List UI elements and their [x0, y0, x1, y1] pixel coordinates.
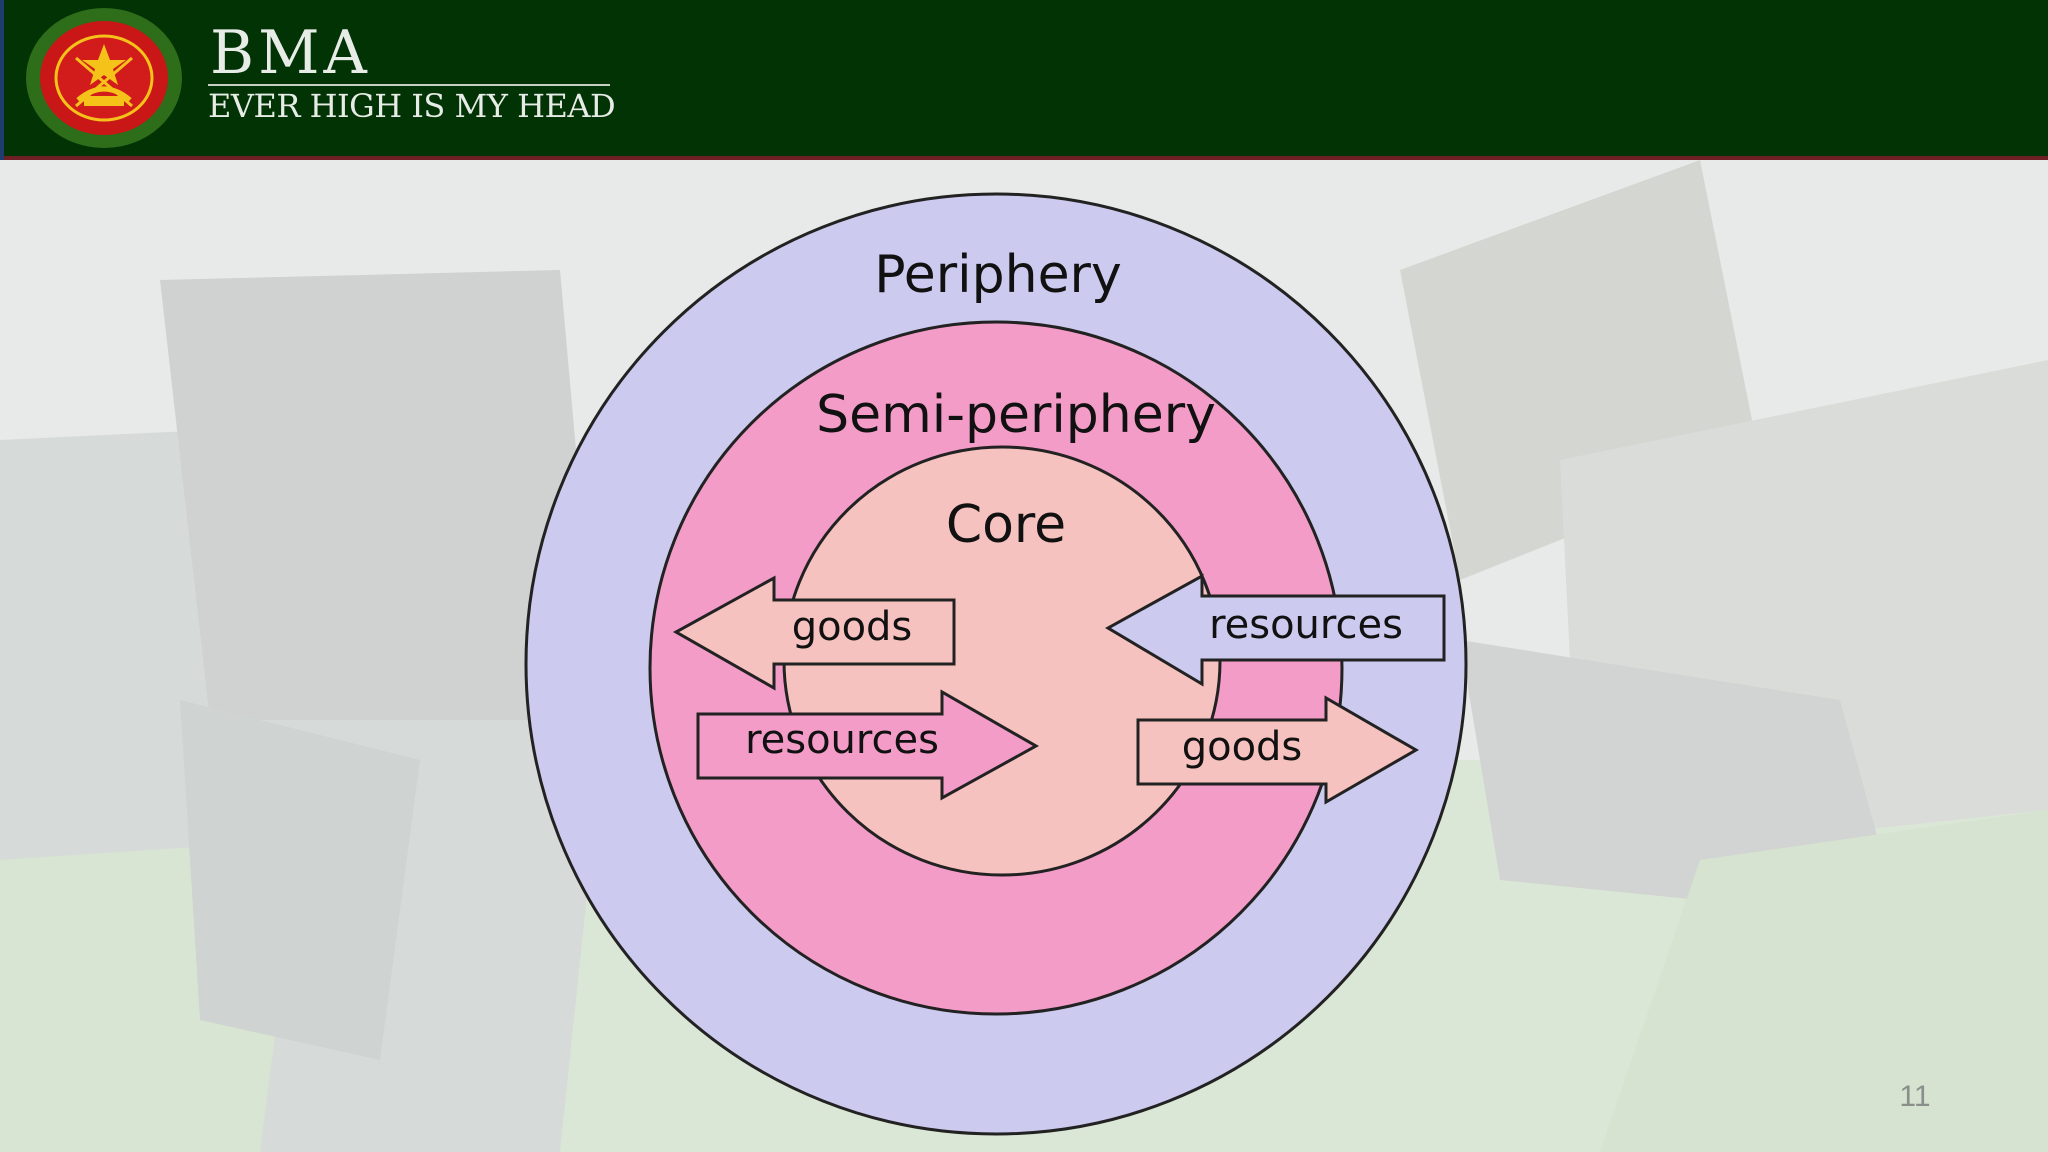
- slide-number: 11: [1899, 1080, 1931, 1113]
- semi-periphery-label: Semi-periphery: [816, 385, 1216, 445]
- arrow-label-resources-left: resources: [745, 717, 939, 763]
- header-edge: [0, 0, 4, 160]
- brand-title: BMA: [210, 18, 371, 88]
- arrow-label-goods-right: goods: [1182, 724, 1303, 770]
- periphery-label: Periphery: [874, 245, 1121, 305]
- arrow-label-goods-left: goods: [792, 604, 913, 650]
- goods-outflow-left-arrow-icon: [672, 575, 956, 691]
- arrow-label-resources-right: resources: [1209, 602, 1403, 648]
- resources-inflow-right-arrow-icon: [1104, 573, 1446, 687]
- goods-outflow-right-arrow-icon: [1136, 695, 1419, 805]
- core-label: Core: [946, 495, 1066, 555]
- brand-motto: EVER HIGH IS MY HEAD: [208, 87, 616, 125]
- brand-divider: [208, 84, 610, 86]
- bma-crest-logo-icon: [26, 8, 182, 148]
- header-bar: BMA EVER HIGH IS MY HEAD: [0, 0, 2048, 160]
- resources-inflow-left-arrow-icon: [696, 689, 1040, 801]
